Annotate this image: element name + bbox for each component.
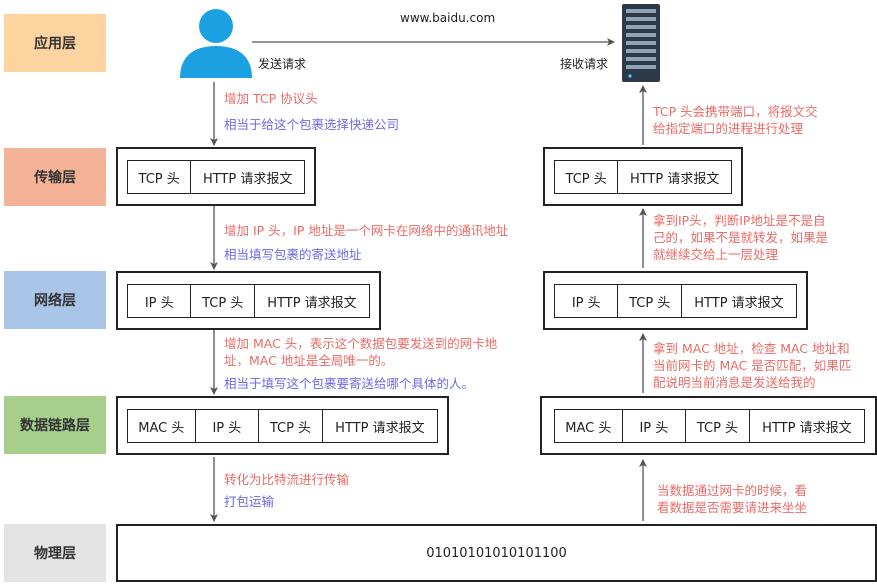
layer-transport-label: 传输层 — [34, 170, 76, 186]
right-note-ip-3: 就继续交给上一层处理 — [653, 247, 779, 262]
user-icon — [180, 9, 252, 78]
right-datalink-packet: MAC 头 IP 头 TCP 头 HTTP 请求报文 — [554, 409, 865, 443]
segment-ip-header: IP 头 — [623, 410, 687, 442]
left-note-ip: 增加 IP 头，IP 地址是一个网卡在网络中的通讯地址 — [224, 223, 509, 238]
receive-request-label: 接收请求 — [560, 57, 609, 71]
segment-ip-header: IP 头 — [128, 285, 192, 317]
segment-http-body: HTTP 请求报文 — [694, 295, 784, 311]
right-note-mac-1: 拿到 MAC 地址，检查 MAC 地址和 — [653, 341, 850, 356]
right-note-mac-2: 当前网卡的 MAC 是否匹配，如果匹 — [653, 358, 852, 373]
left-network-box: IP 头 TCP 头 HTTP 请求报文 — [116, 271, 381, 330]
left-note-bitstream: 转化为比特流进行传输 — [224, 472, 350, 487]
right-note-tcp-1: TCP 头会携带端口，将报文交 — [653, 104, 818, 119]
segment-tcp-header: TCP 头 — [191, 285, 255, 317]
right-note-nic-2: 看数据是否需要请进来坐坐 — [657, 500, 808, 515]
right-note-mac-3: 配说明当前消息是发送给我的 — [653, 375, 816, 390]
segment-tcp-header: TCP 头 — [128, 161, 192, 193]
right-transport-box: TCP 头 HTTP 请求报文 — [543, 147, 743, 206]
segment-http-body: HTTP 请求报文 — [267, 295, 357, 311]
segment-tcp-header: TCP 头 — [686, 410, 750, 442]
layer-transport: 传输层 — [4, 148, 106, 206]
left-note-mac-2: 址，MAC 地址是全局唯一的。 — [224, 353, 394, 368]
layer-network: 网络层 — [4, 271, 106, 329]
right-note-nic-1: 当数据通过网卡的时候，看 — [657, 483, 808, 498]
layer-datalink-label: 数据链路层 — [20, 418, 90, 434]
left-datalink-box: MAC 头 IP 头 TCP 头 HTTP 请求报文 — [116, 396, 449, 455]
physical-box: 01010101010101100 — [116, 524, 877, 582]
segment-http-body: HTTP 请求报文 — [335, 420, 425, 436]
left-network-packet: IP 头 TCP 头 HTTP 请求报文 — [127, 284, 370, 318]
right-note-ip-1: 拿到IP头，判断IP地址是不是自 — [653, 213, 826, 228]
segment-http-body: HTTP 请求报文 — [202, 171, 293, 187]
left-note-ip-analogy: 相当填写包裹的寄送地址 — [224, 247, 362, 262]
right-note-tcp-2: 给指定端口的进程进行处理 — [653, 121, 804, 136]
left-transport-packet: TCP 头 HTTP 请求报文 — [127, 160, 305, 194]
segment-tcp-header: TCP 头 — [555, 161, 619, 193]
segment-tcp-header: TCP 头 — [259, 410, 323, 442]
segment-http-body: HTTP 请求报文 — [762, 420, 852, 436]
left-note-tcp-analogy: 相当于给这个包裹选择快递公司 — [224, 117, 400, 132]
left-note-tcp: 增加 TCP 协议头 — [224, 91, 318, 106]
server-icon — [622, 4, 660, 82]
layer-datalink: 数据链路层 — [4, 396, 106, 454]
layer-network-label: 网络层 — [34, 293, 76, 309]
send-request-label: 发送请求 — [258, 57, 307, 71]
physical-bitstream: 01010101010101100 — [426, 545, 567, 561]
layer-application: 应用层 — [4, 14, 106, 72]
segment-mac-header: MAC 头 — [128, 410, 196, 442]
right-network-box: IP 头 TCP 头 HTTP 请求报文 — [543, 271, 808, 330]
segment-ip-header: IP 头 — [196, 410, 260, 442]
left-note-bitstream-analogy: 打包运输 — [224, 494, 275, 509]
right-note-ip-2: 己的，如果不是就转发，如果是 — [653, 230, 829, 245]
right-datalink-box: MAC 头 IP 头 TCP 头 HTTP 请求报文 — [540, 396, 877, 455]
left-note-mac-analogy: 相当于填写这个包裹要寄送给哪个具体的人。 — [224, 376, 475, 391]
segment-ip-header: IP 头 — [555, 285, 619, 317]
right-network-packet: IP 头 TCP 头 HTTP 请求报文 — [554, 284, 797, 318]
layer-physical: 物理层 — [4, 524, 106, 582]
segment-mac-header: MAC 头 — [555, 410, 623, 442]
layer-application-label: 应用层 — [34, 36, 76, 52]
left-note-mac-1: 增加 MAC 头，表示这个数据包要发送到的网卡地 — [224, 336, 498, 351]
layer-physical-label: 物理层 — [34, 546, 76, 562]
segment-http-body: HTTP 请求报文 — [629, 171, 720, 187]
right-transport-packet: TCP 头 HTTP 请求报文 — [554, 160, 732, 194]
url-label: www.baidu.com — [400, 11, 496, 25]
left-datalink-packet: MAC 头 IP 头 TCP 头 HTTP 请求报文 — [127, 409, 438, 443]
left-transport-box: TCP 头 HTTP 请求报文 — [116, 147, 316, 206]
segment-tcp-header: TCP 头 — [618, 285, 682, 317]
